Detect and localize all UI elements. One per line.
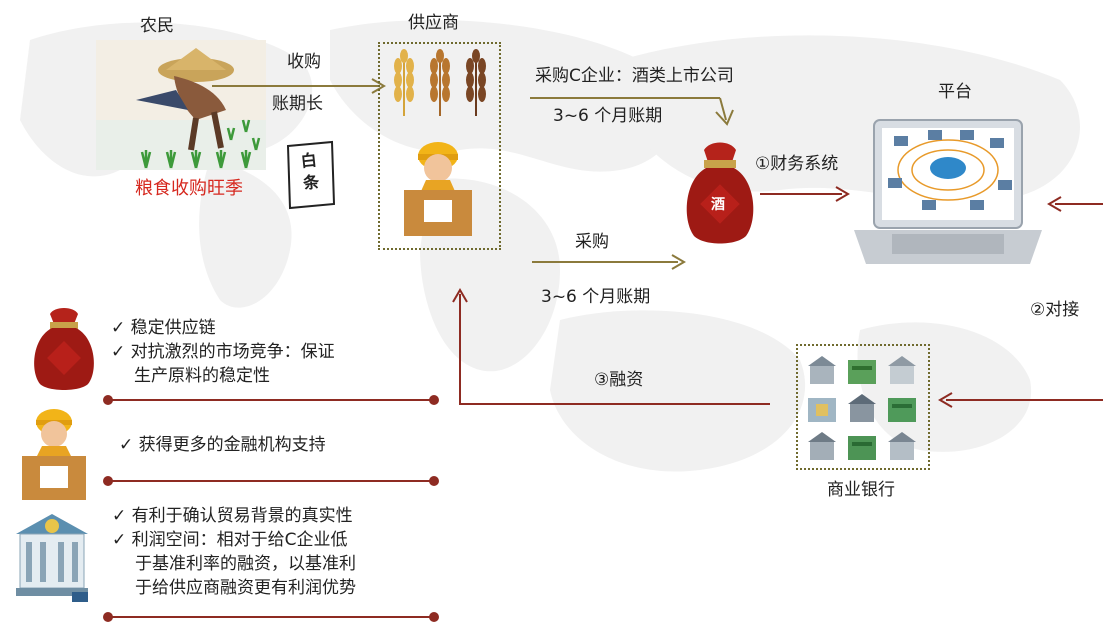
benefit-text: 对抗激烈的市场竞争：保证	[130, 342, 335, 362]
supplier-box	[378, 42, 501, 250]
benefit-liquor-item-2: ✓ 对抗激烈的市场竞争：保证	[111, 340, 335, 364]
platform-laptop-icon	[854, 119, 1042, 264]
arrow-procure	[532, 254, 686, 270]
arrow-c-enterprise-line2: 3~6 个月账期	[553, 106, 663, 126]
farmer-illustration	[96, 40, 266, 170]
benefit-text: 有利于确认贸易背景的真实性	[131, 506, 353, 526]
benefit-divider-3	[103, 612, 439, 622]
check-icon: ✓	[112, 506, 127, 526]
benefit-bank-continuation-2: 于给供应商融资更有利润优势	[135, 578, 356, 598]
benefit-liquor-continuation: 生产原料的稳定性	[134, 366, 270, 386]
liquor-jar-char: 酒	[711, 197, 725, 213]
check-icon: ✓	[111, 318, 126, 338]
arrow-into-bank	[938, 392, 1103, 408]
liquor-jar-icon	[686, 142, 754, 244]
check-icon: ✓	[112, 530, 127, 550]
iou-note-icon	[286, 140, 336, 210]
arrow-c-enterprise-line1: 采购C企业：酒类上市公司	[535, 66, 734, 86]
benefit-liquor-item-1: ✓ 稳定供应链	[111, 316, 335, 340]
iou-note-text: 白条	[299, 150, 321, 193]
benefit-bank-list: ✓ 有利于确认贸易背景的真实性 ✓ 利润空间：相对于给C企业低 于基准利率的融资…	[112, 504, 356, 600]
supplier-worker-icon	[404, 142, 472, 236]
check-icon: ✓	[111, 342, 126, 362]
bank-title: 商业银行	[827, 480, 895, 500]
arrow-financing	[452, 288, 770, 405]
check-icon: ✓	[119, 435, 134, 455]
benefit-bank-item-2: ✓ 利润空间：相对于给C企业低	[112, 528, 356, 552]
farmer-caption: 粮食收购旺季	[135, 178, 243, 199]
benefit-bank-item-1: ✓ 有利于确认贸易背景的真实性	[112, 504, 356, 528]
benefit-text: 利润空间：相对于给C企业低	[131, 530, 348, 550]
bank-box	[796, 344, 930, 470]
farmer-title: 农民	[140, 16, 174, 36]
benefit-text: 稳定供应链	[130, 318, 216, 338]
wheat-icon	[394, 49, 486, 116]
benefit-supplier-item-1: ✓ 获得更多的金融机构支持	[119, 433, 326, 457]
connect-label: ②对接	[1030, 300, 1080, 320]
arrow-finance-system	[760, 186, 850, 202]
benefit-divider-1	[103, 395, 439, 405]
finance-system-label: ①财务系统	[755, 154, 839, 174]
arrow-procure-line1: 采购	[575, 232, 609, 252]
benefit-supplier-list: ✓ 获得更多的金融机构支持	[119, 433, 326, 457]
supplier-title: 供应商	[408, 13, 459, 33]
arrow-purchase-line1: 收购	[287, 52, 321, 72]
platform-title: 平台	[938, 82, 972, 102]
arrow-procure-line2: 3~6 个月账期	[541, 287, 651, 307]
benefit-liquor-jar-icon	[34, 308, 94, 390]
bank-buildings-icon	[808, 356, 916, 460]
benefit-worker-icon	[22, 409, 86, 500]
arrow-farmer-to-supplier	[212, 78, 386, 94]
arrow-purchase-line2: 账期长	[272, 94, 323, 114]
benefit-divider-2	[103, 476, 439, 486]
benefit-bank-icon	[16, 514, 88, 602]
benefit-liquor-list: ✓ 稳定供应链 ✓ 对抗激烈的市场竞争：保证 生产原料的稳定性	[111, 316, 335, 388]
arrow-c-enterprise	[530, 97, 734, 126]
arrow-into-platform	[1047, 196, 1103, 212]
financing-label: ③融资	[594, 370, 644, 390]
benefit-text: 获得更多的金融机构支持	[138, 435, 326, 455]
benefit-bank-continuation-1: 于基准利率的融资，以基准利	[135, 554, 356, 574]
